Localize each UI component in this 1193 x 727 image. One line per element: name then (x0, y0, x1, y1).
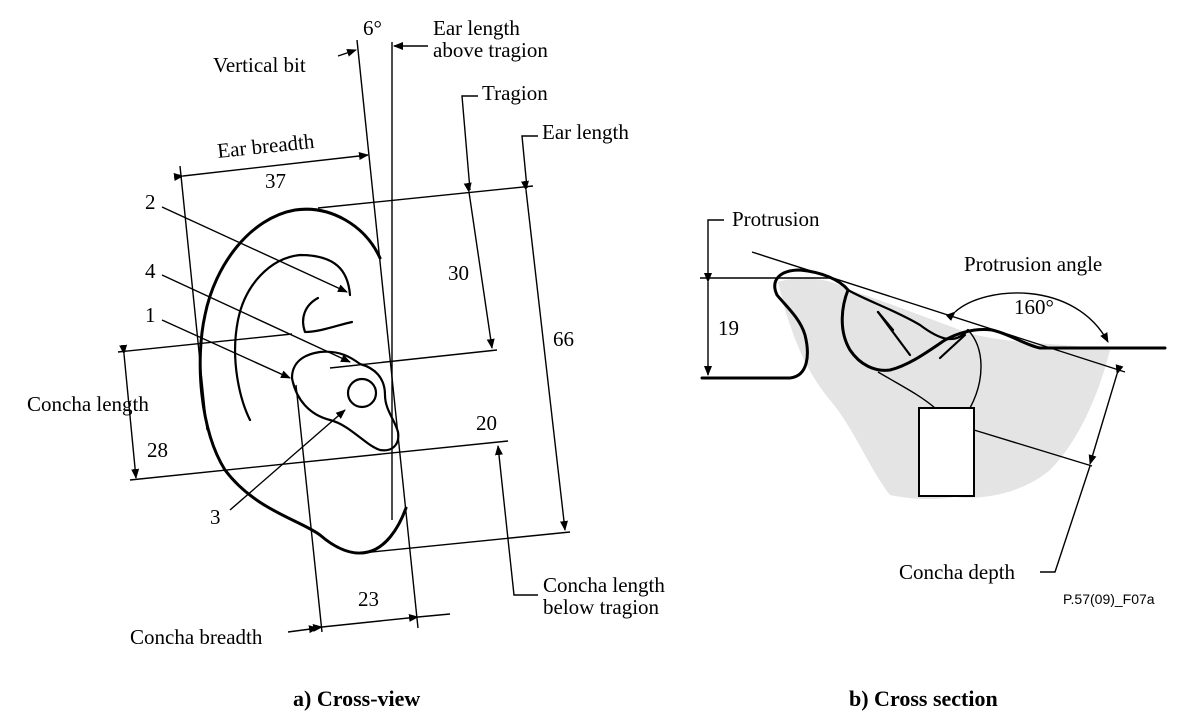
above-tragion-dimension-arrow (463, 182, 495, 349)
marker-2: 2 (145, 190, 156, 214)
tilted-axis-line (356, 39, 419, 629)
cross-view-caption: a) Cross-view (293, 686, 420, 711)
concha-breadth-left-extension (295, 384, 323, 633)
concha-depth-label: Concha depth (899, 560, 1016, 584)
helix-fold (234, 253, 352, 422)
ear-breadth-label: Ear breadth (216, 129, 316, 163)
marker-1: 1 (145, 303, 156, 327)
concha-length-below-tragion-label-1: Concha length (543, 573, 665, 597)
protrusion-value: 19 (718, 316, 739, 340)
vertical-bit-arrow (337, 49, 357, 57)
concha-top-extension-line (117, 333, 293, 353)
tragion-extension-line (329, 349, 498, 369)
marker-4: 4 (145, 259, 156, 283)
concha-depth-leader (1040, 465, 1091, 573)
tissue-shaded-region (778, 278, 1110, 500)
ear-length-above-tragion-label-2: above tragion (433, 38, 548, 62)
concha-below-tragion-leader (494, 445, 538, 596)
cross-section-caption: b) Cross section (849, 686, 998, 711)
cross-section-panel: Protrusion 19 Protrusion angle 160° Conc… (700, 207, 1167, 711)
ear-canal-rect (918, 407, 975, 497)
protrusion-angle-value: 160° (1014, 295, 1054, 319)
protrusion-angle-label: Protrusion angle (964, 252, 1102, 276)
concha-length-below-tragion-label-2: below tragion (543, 595, 660, 619)
concha-bottom-extension-line (129, 440, 509, 481)
ear-breadth-value: 37 (265, 169, 286, 193)
ear-outline (198, 207, 408, 555)
ear-length-label: Ear length (542, 120, 629, 144)
concha-breadth-value: 23 (358, 587, 379, 611)
ear-length-above-tragion-value: 30 (448, 261, 469, 285)
protrusion-label: Protrusion (732, 207, 820, 231)
protrusion-angle-line (751, 251, 1126, 373)
concha-depth-extension-line (973, 429, 1093, 467)
concha-breadth-dimension-arrow (312, 613, 419, 632)
antihelix-fold-b (876, 310, 895, 332)
ear-canal-circle (346, 377, 378, 409)
concha-breadth-label: Concha breadth (130, 625, 263, 649)
concha-outline (290, 350, 400, 452)
cross-view-panel: 6° Vertical bit Ear length above tragion… (27, 16, 665, 711)
marker-3: 3 (210, 505, 221, 529)
ear-length-leader (521, 135, 538, 189)
marker-3-leader (229, 409, 346, 511)
antihelix-fold (301, 296, 354, 334)
concha-length-label: Concha length (27, 392, 149, 416)
vertical-bit-label: Vertical bit (213, 53, 306, 77)
ear-length-value: 66 (553, 327, 574, 351)
concha-length-below-tragion-value: 20 (476, 411, 497, 435)
ear-bottom-extension-line (361, 531, 571, 554)
angle-6-label: 6° (363, 16, 382, 40)
protrusion-leader (707, 219, 724, 278)
concha-depth-dimension-arrow (1088, 364, 1124, 465)
tragion-leader (461, 95, 478, 191)
tragion-label: Tragion (482, 81, 548, 105)
figure-reference: P.57(09)_F07a (1063, 591, 1155, 607)
ear-breadth-dimension-arrow (173, 152, 369, 181)
marker-1-leader (161, 319, 291, 379)
ear-length-above-tragion-label-1: Ear length (433, 16, 520, 40)
concha-length-dimension-arrow (119, 344, 140, 479)
concha-breadth-leader (287, 625, 319, 634)
concha-breadth-right-tick (417, 613, 451, 618)
ear-top-extension-line (317, 185, 534, 209)
protrusion-angle-arc (945, 292, 1109, 343)
concha-length-value: 28 (147, 438, 168, 462)
ear-length-dimension-arrow (521, 180, 568, 531)
marker-4-leader (161, 274, 351, 363)
marker-2-leader (161, 206, 348, 293)
